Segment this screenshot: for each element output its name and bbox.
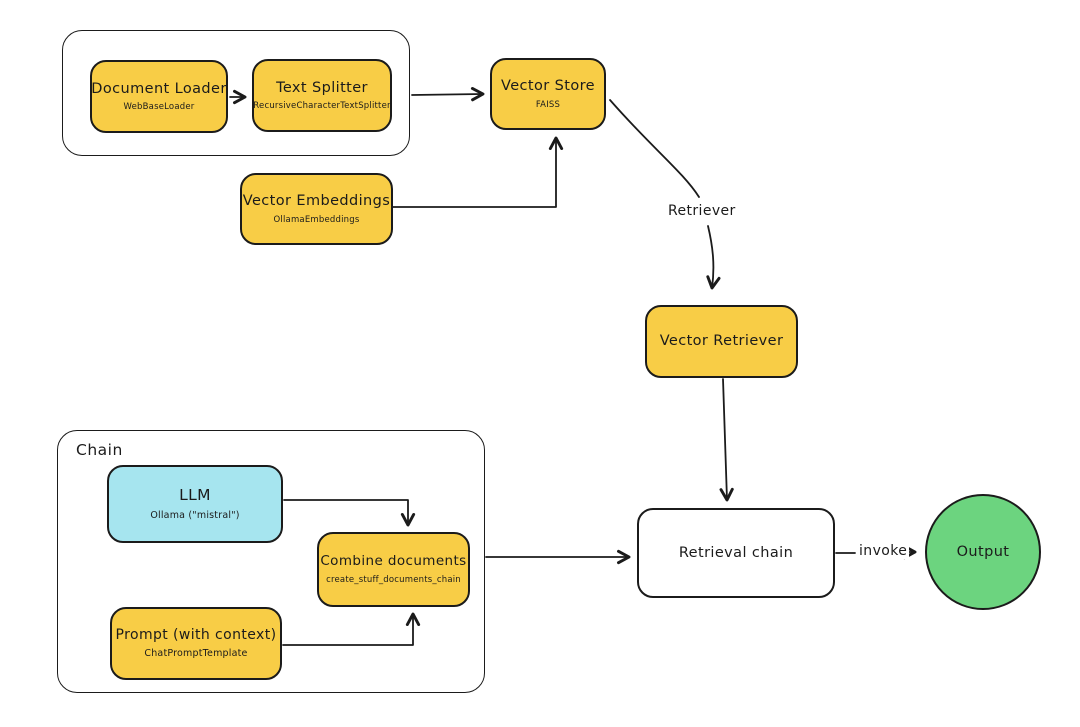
node-prompt: Prompt (with context) ChatPromptTemplate — [110, 607, 282, 680]
node-vector-embeddings: Vector Embeddings OllamaEmbeddings — [240, 173, 393, 245]
node-vector-embeddings-label: Vector Embeddings — [242, 193, 391, 209]
node-prompt-label: Prompt (with context) — [115, 627, 277, 644]
node-vector-retriever: Vector Retriever — [645, 305, 798, 378]
node-vector-embeddings-sublabel: OllamaEmbeddings — [273, 214, 360, 225]
edge-label-invoke: invoke — [857, 543, 910, 559]
group-chain-label: Chain — [76, 441, 123, 459]
node-retrieval-chain: Retrieval chain — [637, 508, 835, 598]
node-prompt-sublabel: ChatPromptTemplate — [144, 648, 248, 660]
node-vector-retriever-label: Vector Retriever — [659, 333, 784, 350]
node-combine-documents-label: Combine documents — [320, 553, 467, 569]
node-text-splitter-sublabel: RecursiveCharacterTextSplitter — [253, 101, 391, 111]
node-vector-store-label: Vector Store — [501, 78, 595, 94]
node-llm-sublabel: Ollama ("mistral") — [150, 509, 240, 521]
node-text-splitter-label: Text Splitter — [276, 79, 368, 96]
node-llm: LLM Ollama ("mistral") — [107, 465, 283, 543]
node-output: Output — [925, 494, 1041, 610]
node-document-loader-sublabel: WebBaseLoader — [123, 102, 195, 112]
node-document-loader-label: Document Loader — [91, 80, 227, 97]
node-output-label: Output — [956, 543, 1010, 560]
node-vector-store: Vector Store FAISS — [490, 58, 606, 130]
node-document-loader: Document Loader WebBaseLoader — [90, 60, 228, 133]
node-llm-label: LLM — [179, 486, 211, 504]
edge-label-retriever: Retriever — [666, 203, 738, 219]
edge-vectorstore-retriever-upper — [609, 99, 700, 198]
node-combine-documents: Combine documents create_stuff_documents… — [317, 532, 470, 607]
node-retrieval-chain-label: Retrieval chain — [678, 544, 794, 561]
node-combine-documents-sublabel: create_stuff_documents_chain — [326, 574, 461, 585]
edge-vectorretriever-retrievalchain — [719, 378, 734, 502]
edge-embeddings-vectorstore — [392, 136, 564, 208]
node-vector-store-sublabel: FAISS — [535, 99, 561, 110]
edge-vectorstore-retriever-lower — [706, 225, 721, 290]
edge-ingestion-vectorstore — [411, 87, 485, 102]
node-text-splitter: Text Splitter RecursiveCharacterTextSpli… — [252, 59, 392, 132]
